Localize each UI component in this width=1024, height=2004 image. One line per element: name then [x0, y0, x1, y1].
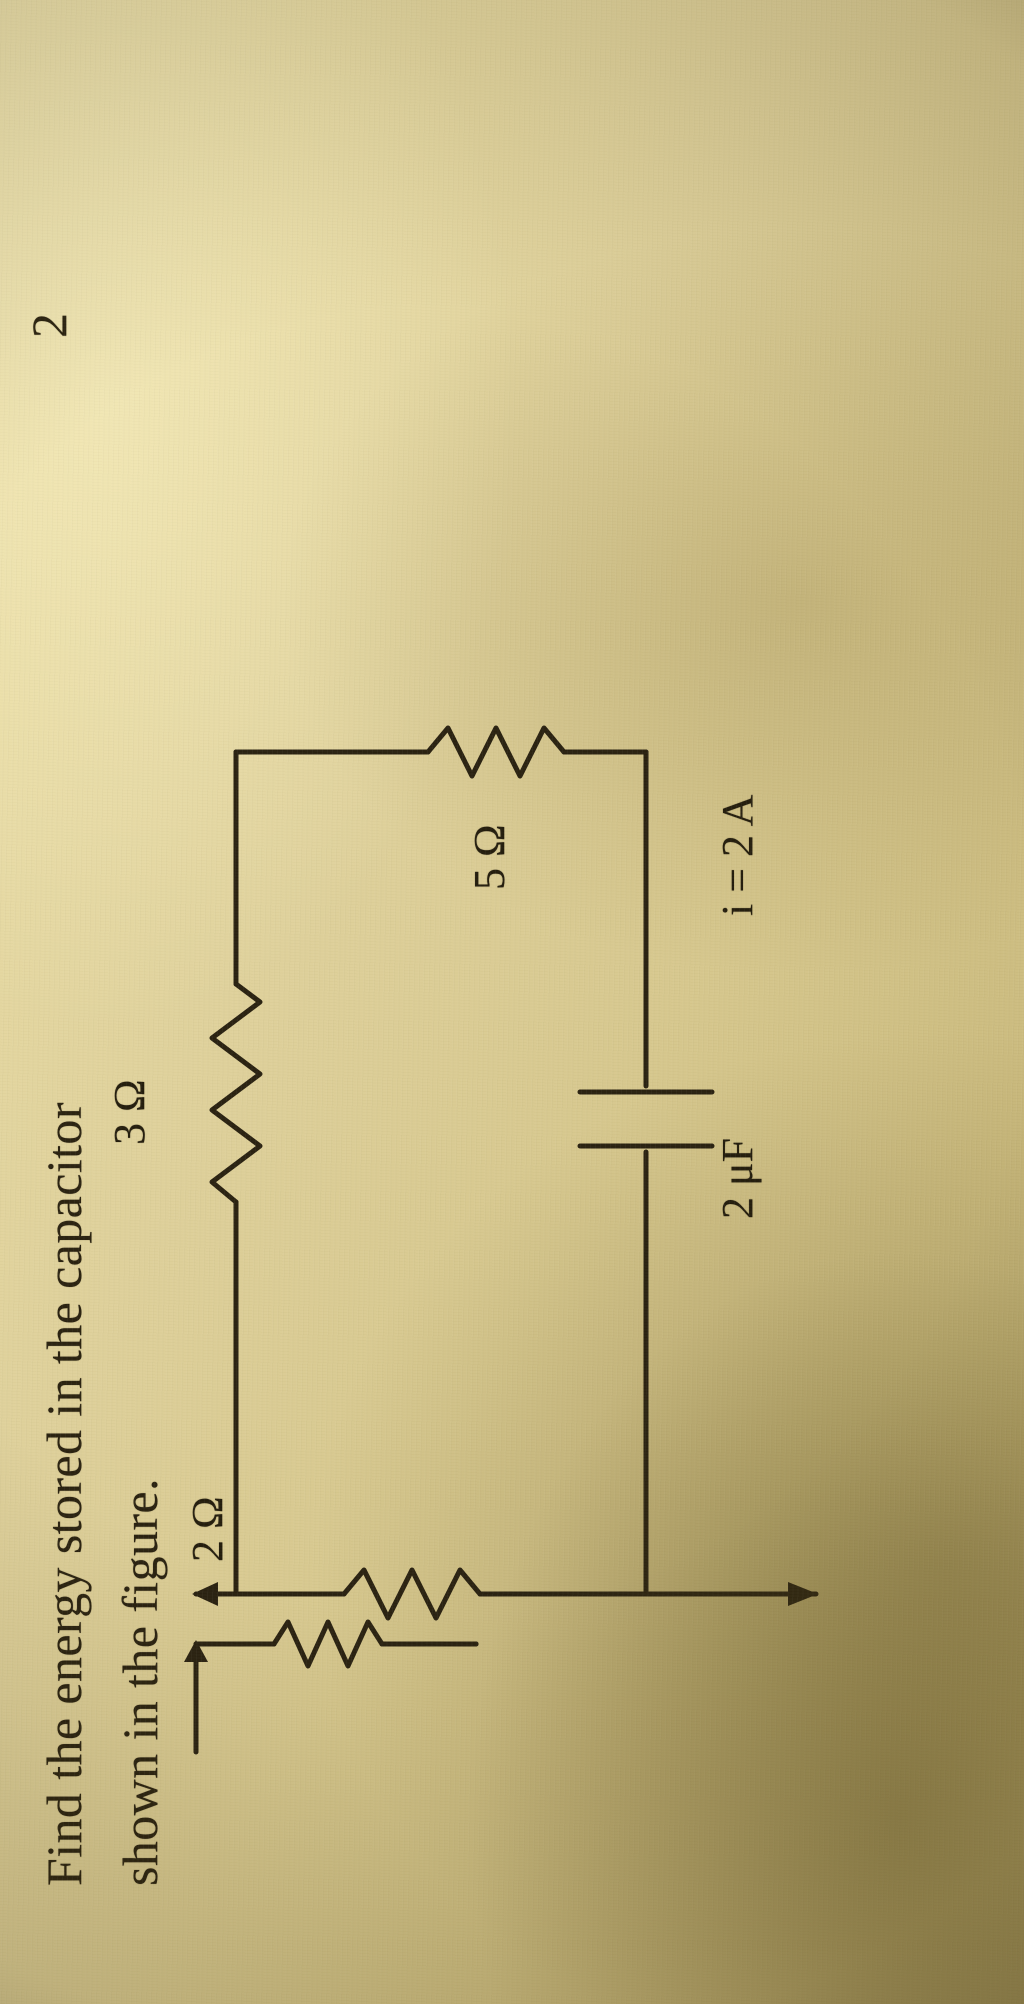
label-2-ohm: 2 Ω [183, 1496, 232, 1562]
resistor-2-ohm [271, 1619, 385, 1669]
resistor-5-ohm-zigzag [425, 725, 567, 779]
question-number: 2 [21, 313, 77, 338]
question-text: Find the energy stored in the capacitor … [26, 486, 178, 1886]
resistor-3-ohm [209, 981, 263, 1205]
circuit-diagram: 2 Ω 3 Ω 5 Ω 2 μF i = 2 A [105, 582, 876, 1762]
circuit-svg [184, 725, 819, 1755]
resistor-2-ohm-zigzag [341, 1567, 483, 1621]
input-arrow-head [184, 1640, 208, 1662]
output-current-arrow [788, 1582, 818, 1606]
label-5-ohm: 5 Ω [465, 824, 514, 890]
question-line-1: Find the energy stored in the capacitor [36, 1102, 92, 1886]
label-current: i = 2 A [713, 794, 762, 916]
label-3-ohm: 3 Ω [105, 1079, 154, 1145]
input-current-arrow [192, 1582, 218, 1606]
question-line-2: shown in the figure. [112, 1478, 168, 1886]
label-capacitor: 2 μF [713, 1137, 762, 1219]
